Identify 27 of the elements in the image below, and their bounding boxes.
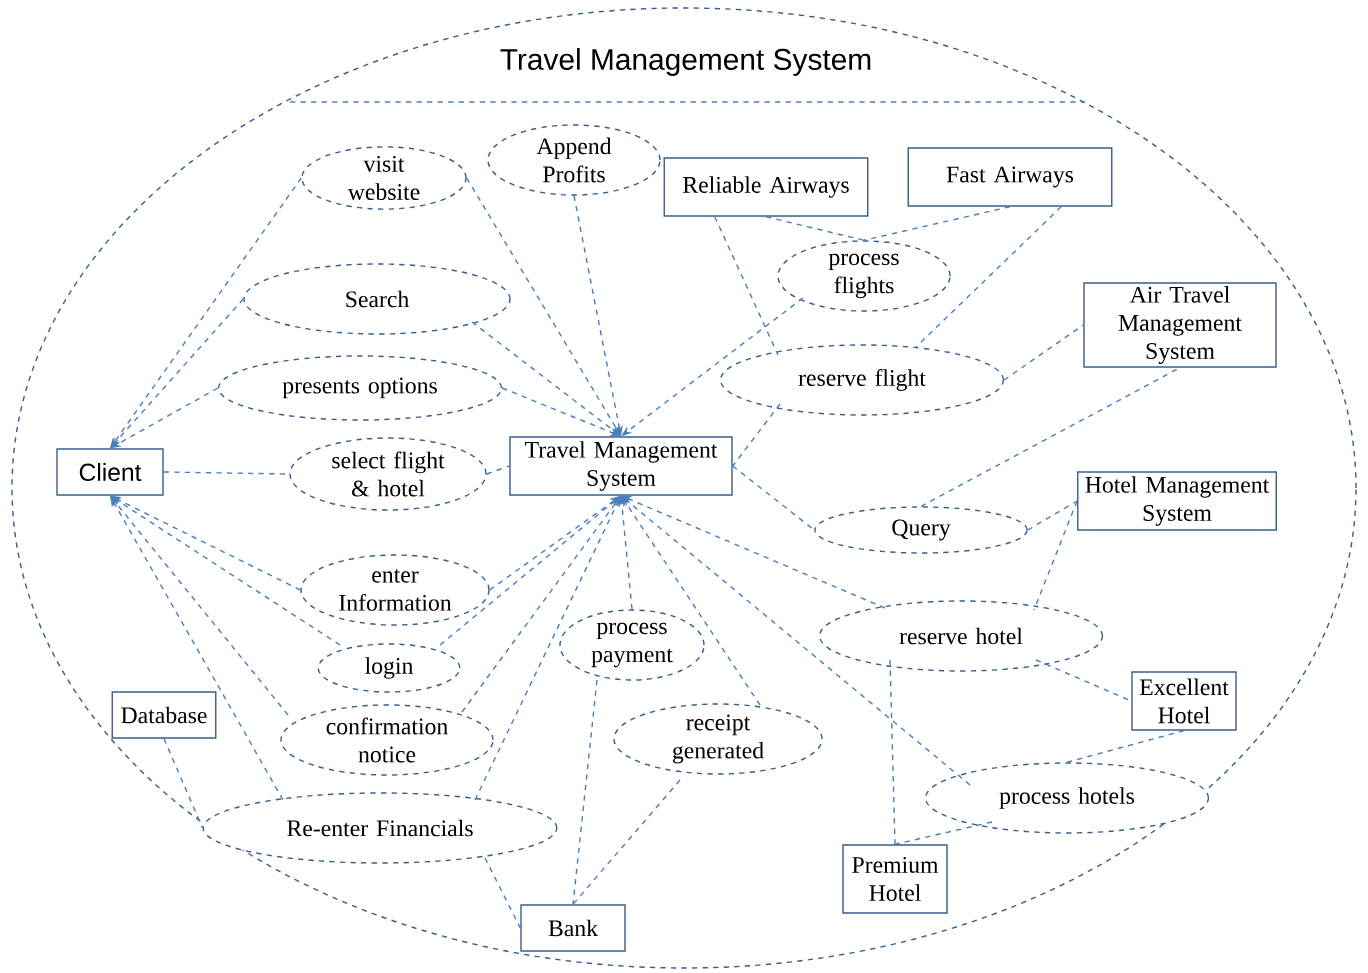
connector-line [572,779,681,905]
actor-box: Client [56,448,164,496]
actor-box: Excellent Hotel [1131,671,1237,731]
connector-line [765,216,865,241]
actor-box: Fast Airways [907,147,1113,207]
actor-box: Hotel Management System [1077,471,1277,531]
actor-box: Bank [520,904,626,952]
connector-line [484,857,521,929]
connector-line [863,206,1011,241]
actor-box: Air Travel Management System [1083,282,1277,368]
connector-line [163,738,204,829]
connector-line [1003,324,1084,381]
connector-line [915,206,1062,348]
connector-line [732,465,815,531]
actor-box: Premium Hotel [842,844,948,914]
connector-line [1033,500,1078,611]
connector-line [894,821,993,845]
actor-box: Travel Management System [509,436,733,496]
connector-line [1066,730,1185,763]
actor-box: Reliable Airways [663,157,869,217]
connector-line [889,659,896,845]
connector-line [732,403,781,467]
connector-line [486,465,510,475]
connector-line [714,216,779,356]
connector-line [572,679,598,905]
connector-line [1027,500,1078,531]
actor-box: Database [111,691,217,739]
